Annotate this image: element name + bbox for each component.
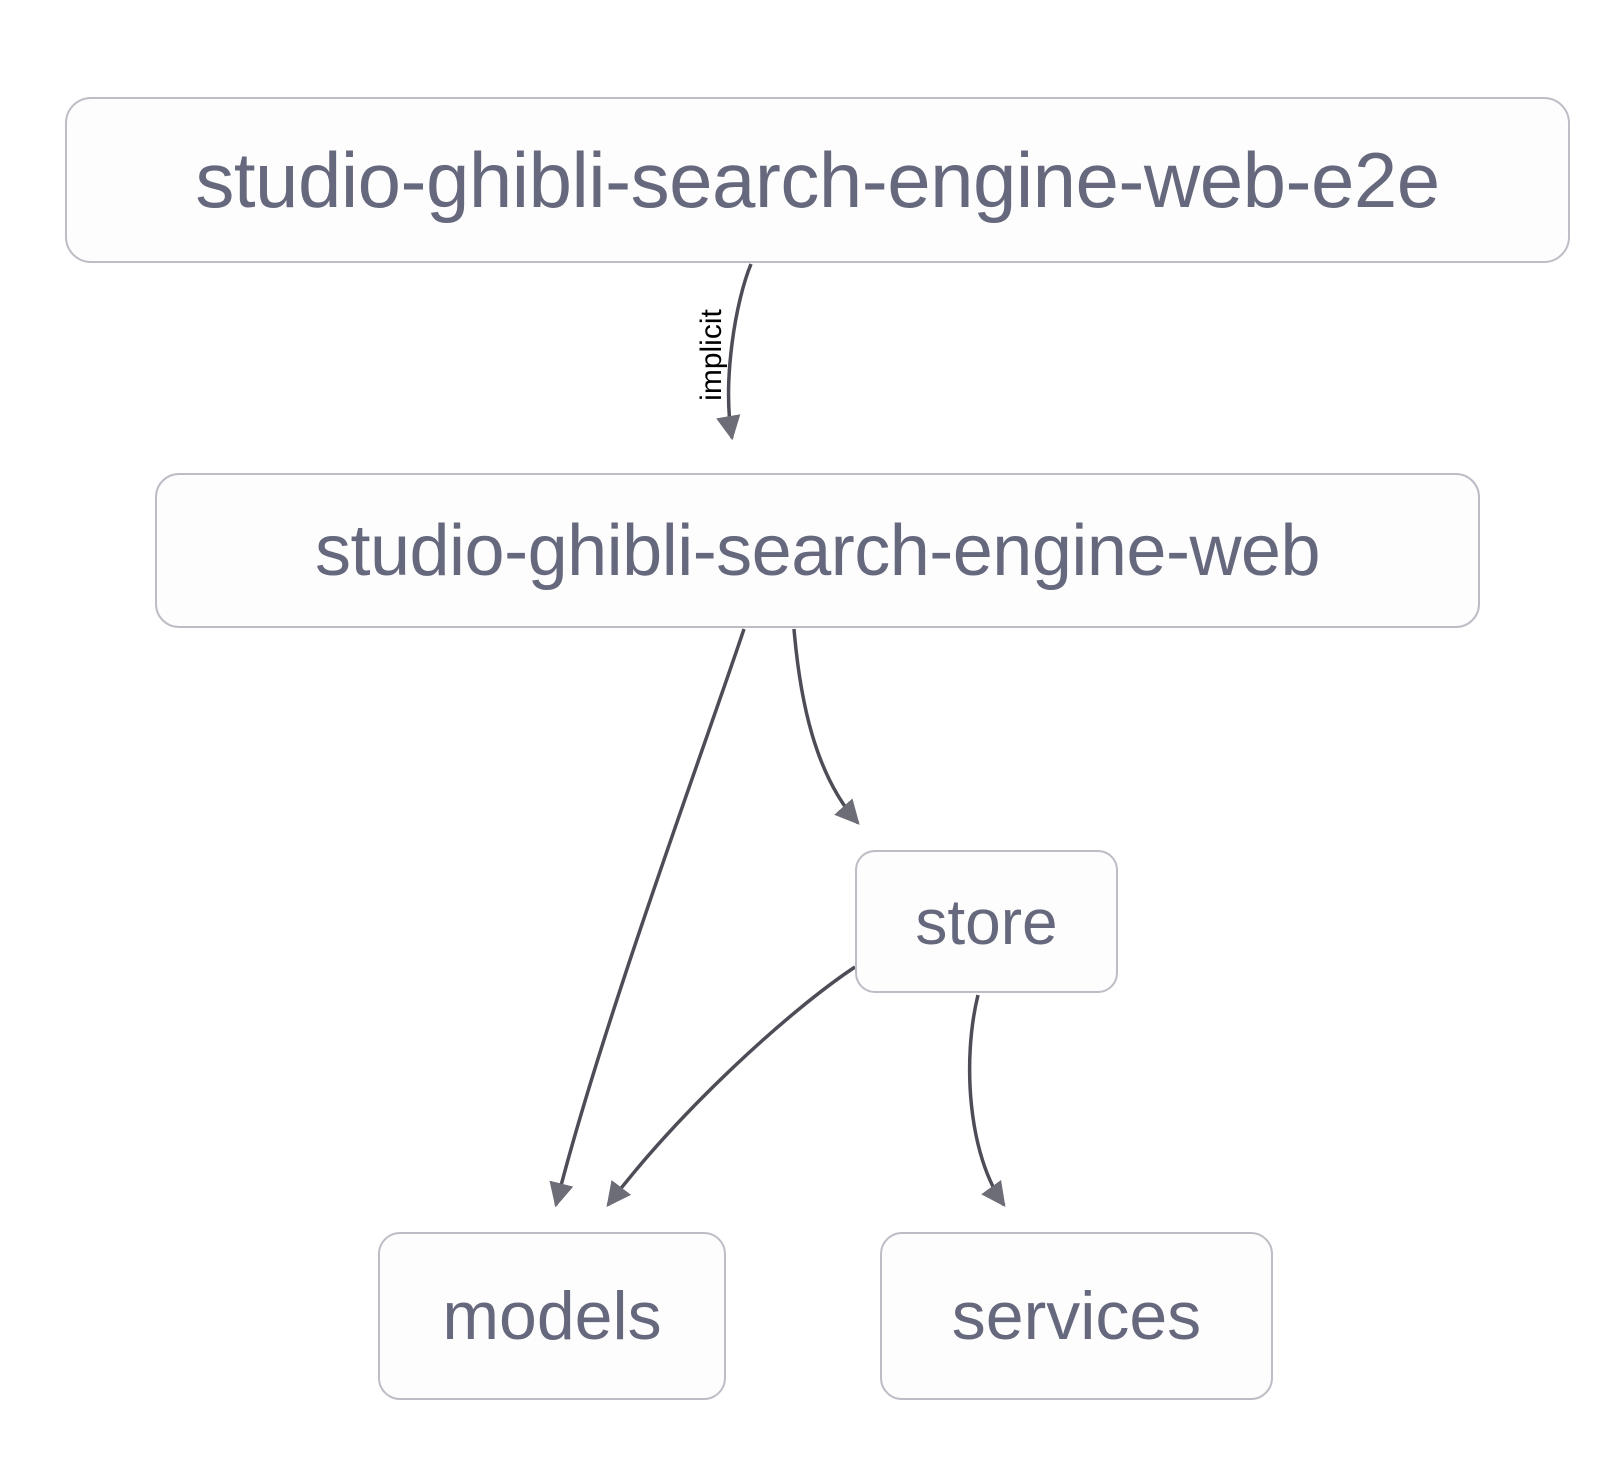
node-label: studio-ghibli-search-engine-web — [314, 510, 1321, 591]
graph-node-studio-ghibli-search-engine-web[interactable]: studio-ghibli-search-engine-web — [155, 473, 1480, 628]
graph-node-studio-ghibli-search-engine-web-e2e[interactable]: studio-ghibli-search-engine-web-e2e — [65, 97, 1570, 263]
edge-e2e-to-web — [716, 263, 753, 441]
node-label: models — [442, 1278, 662, 1354]
graph-node-store[interactable]: store — [855, 850, 1118, 993]
node-label: services — [951, 1278, 1202, 1354]
edge-web-to-store — [792, 628, 860, 825]
edge-label-implicit: implicit — [695, 309, 728, 401]
graph-node-models[interactable]: models — [378, 1232, 726, 1400]
node-label: studio-ghibli-search-engine-web-e2e — [195, 136, 1440, 224]
edge-store-to-models — [606, 965, 856, 1207]
graph-node-services[interactable]: services — [880, 1232, 1273, 1400]
node-label: store — [915, 885, 1058, 958]
edge-web-to-models — [549, 628, 746, 1208]
edge-store-to-services — [967, 994, 1006, 1207]
